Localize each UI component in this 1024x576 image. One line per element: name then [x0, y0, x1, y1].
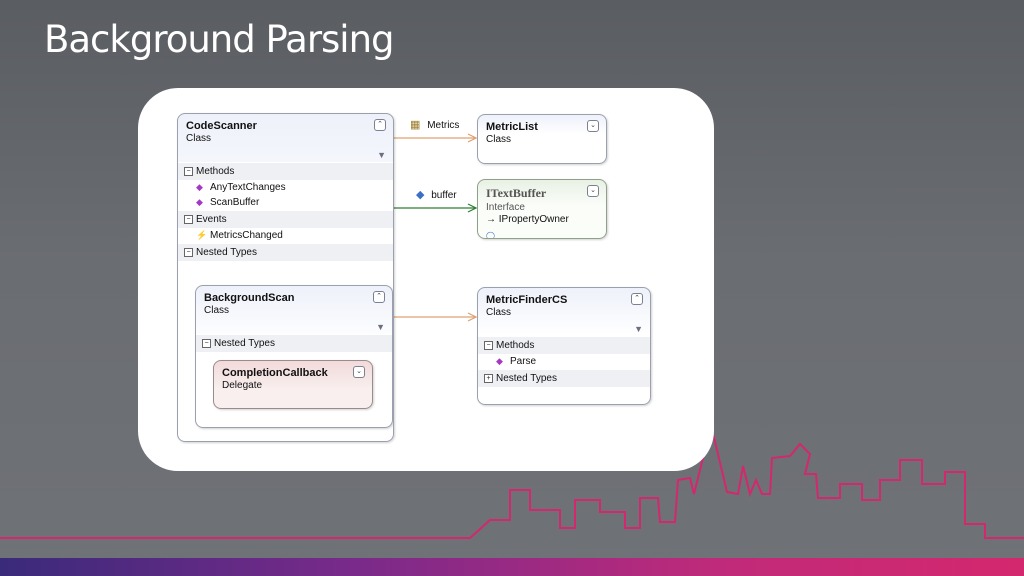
collapse-minus-icon[interactable]: − — [184, 214, 193, 224]
metric-finder-kind: Class — [486, 307, 512, 318]
events-label: Events — [196, 214, 227, 225]
collapse-minus-icon[interactable]: − — [184, 247, 193, 257]
collapse-minus-icon[interactable]: − — [202, 338, 211, 348]
background-scan-kind: Class — [204, 305, 230, 316]
code-scanner-name: CodeScanner — [186, 120, 257, 132]
diagram-connectors — [392, 133, 478, 322]
expand-chevron-icon[interactable]: ⌄ — [353, 366, 365, 378]
collapse-chevron-icon[interactable]: ⌃ — [374, 119, 386, 131]
code-scanner-methods-section[interactable]: −Methods — [178, 162, 393, 180]
collapse-minus-icon[interactable]: − — [184, 166, 193, 176]
collapse-chevron-icon[interactable]: ⌃ — [373, 291, 385, 303]
association-buffer-arrow — [467, 203, 478, 213]
itext-buffer-header[interactable]: ITextBuffer Interface → IPropertyOwner ⌄… — [478, 180, 606, 239]
metric-finder-nested-types-section[interactable]: +Nested Types — [478, 369, 650, 387]
metric-list-shape[interactable]: MetricList Class ⌄ — [477, 114, 607, 164]
method-item[interactable]: ◆AnyTextChanges — [178, 180, 393, 195]
methods-label: Methods — [496, 340, 535, 351]
class-diagram-canvas: ▦ Metrics ◆ buffer CodeScanner Class ⌃ ▼… — [138, 88, 714, 471]
background-scan-nested-types-section[interactable]: −Nested Types — [196, 334, 392, 352]
background-scan-header[interactable]: BackgroundScan Class ⌃ ▼ — [196, 286, 392, 334]
filter-icon[interactable]: ▼ — [377, 150, 386, 160]
metric-finder-header[interactable]: MetricFinderCS Class ⌃ ▼ — [478, 288, 650, 336]
method-icon: ◆ — [196, 182, 203, 192]
event-item[interactable]: ⚡MetricsChanged — [178, 228, 393, 243]
association-buffer-text: buffer — [431, 190, 457, 201]
bottom-accent-bar — [0, 558, 1024, 576]
method-item[interactable]: ◆Parse — [478, 354, 650, 369]
lollipop-icon: ◯ — [486, 231, 495, 239]
itext-buffer-shape[interactable]: ITextBuffer Interface → IPropertyOwner ⌄… — [477, 179, 607, 239]
metric-list-name: MetricList — [486, 121, 538, 133]
field-icon: ◆ — [416, 189, 425, 201]
background-scan-name: BackgroundScan — [204, 292, 295, 304]
nested-types-label: Nested Types — [496, 373, 557, 384]
itext-buffer-kind: Interface — [486, 202, 525, 213]
expand-chevron-icon[interactable]: ⌄ — [587, 185, 599, 197]
association-metrics-label: ▦ Metrics — [410, 118, 459, 131]
event-lightning-icon: ⚡ — [196, 230, 208, 240]
itext-buffer-name: ITextBuffer — [486, 186, 547, 200]
code-scanner-kind: Class — [186, 133, 212, 144]
property-icon: ▦ — [410, 119, 421, 131]
method-icon: ◆ — [196, 197, 203, 207]
metric-list-header[interactable]: MetricList Class ⌄ — [478, 115, 606, 149]
metric-list-kind: Class — [486, 134, 512, 145]
code-scanner-nested-types-section[interactable]: −Nested Types — [178, 243, 393, 261]
association-finder-arrow — [467, 312, 478, 322]
metric-finder-name: MetricFinderCS — [486, 294, 568, 306]
code-scanner-shape[interactable]: CodeScanner Class ⌃ ▼ −Methods ◆AnyTextC… — [177, 113, 394, 442]
collapse-minus-icon[interactable]: − — [484, 340, 493, 350]
completion-callback-name: CompletionCallback — [222, 367, 328, 379]
city-skyline-decoration — [0, 426, 1024, 539]
association-buffer-label: ◆ buffer — [416, 188, 457, 201]
methods-label: Methods — [196, 166, 235, 177]
expand-chevron-icon[interactable]: ⌄ — [587, 120, 599, 132]
method-icon: ◆ — [496, 356, 503, 366]
inherits-arrow-icon: → — [486, 214, 496, 225]
association-metrics-text: Metrics — [427, 120, 460, 131]
code-scanner-header[interactable]: CodeScanner Class ⌃ ▼ — [178, 114, 393, 162]
completion-callback-shape[interactable]: CompletionCallback Delegate ⌄ — [213, 360, 373, 409]
nested-types-label: Nested Types — [214, 338, 275, 349]
skyline-outline — [0, 426, 1024, 539]
completion-callback-kind: Delegate — [222, 380, 263, 391]
metric-finder-methods-section[interactable]: −Methods — [478, 336, 650, 354]
expand-plus-icon[interactable]: + — [484, 373, 493, 383]
filter-icon[interactable]: ▼ — [634, 324, 643, 334]
background-scan-shape[interactable]: BackgroundScan Class ⌃ ▼ −Nested Types C… — [195, 285, 393, 428]
slide-title: Background Parsing — [44, 18, 395, 61]
code-scanner-events-section[interactable]: −Events — [178, 210, 393, 228]
collapse-chevron-icon[interactable]: ⌃ — [631, 293, 643, 305]
association-metrics-arrow — [467, 133, 478, 143]
completion-callback-header[interactable]: CompletionCallback Delegate ⌄ — [214, 361, 372, 395]
itext-buffer-base: → IPropertyOwner — [486, 214, 569, 225]
nested-types-label: Nested Types — [196, 247, 257, 258]
metric-finder-shape[interactable]: MetricFinderCS Class ⌃ ▼ −Methods ◆Parse… — [477, 287, 651, 405]
method-item[interactable]: ◆ScanBuffer — [178, 195, 393, 210]
filter-icon[interactable]: ▼ — [376, 322, 385, 332]
